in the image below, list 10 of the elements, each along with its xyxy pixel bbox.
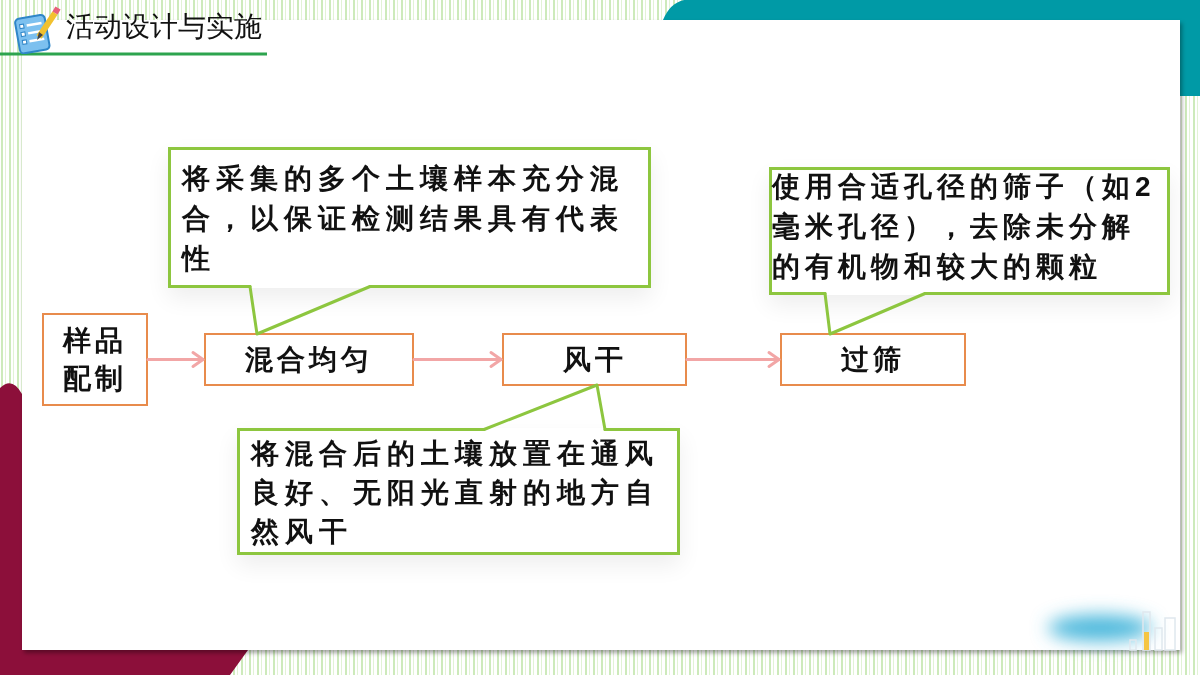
slide-title: 活动设计与实施	[66, 10, 262, 44]
callout-box: 将采集的多个土壤样本充分混合，以保证检测结果具有代表性	[168, 147, 651, 288]
process-box: 样品配制	[42, 313, 148, 406]
callout-box: 使用合适孔径的筛子（如2毫米孔径），去除未分解的有机物和较大的颗粒	[769, 167, 1170, 295]
callout-pointer	[823, 292, 927, 336]
process-box: 混合均匀	[204, 333, 414, 386]
callout-box: 将混合后的土壤放置在通风良好、无阳光直射的地方自然风干	[237, 428, 680, 555]
process-box: 过筛	[780, 333, 966, 386]
callout-pointer	[248, 285, 372, 336]
process-box: 风干	[502, 333, 687, 386]
